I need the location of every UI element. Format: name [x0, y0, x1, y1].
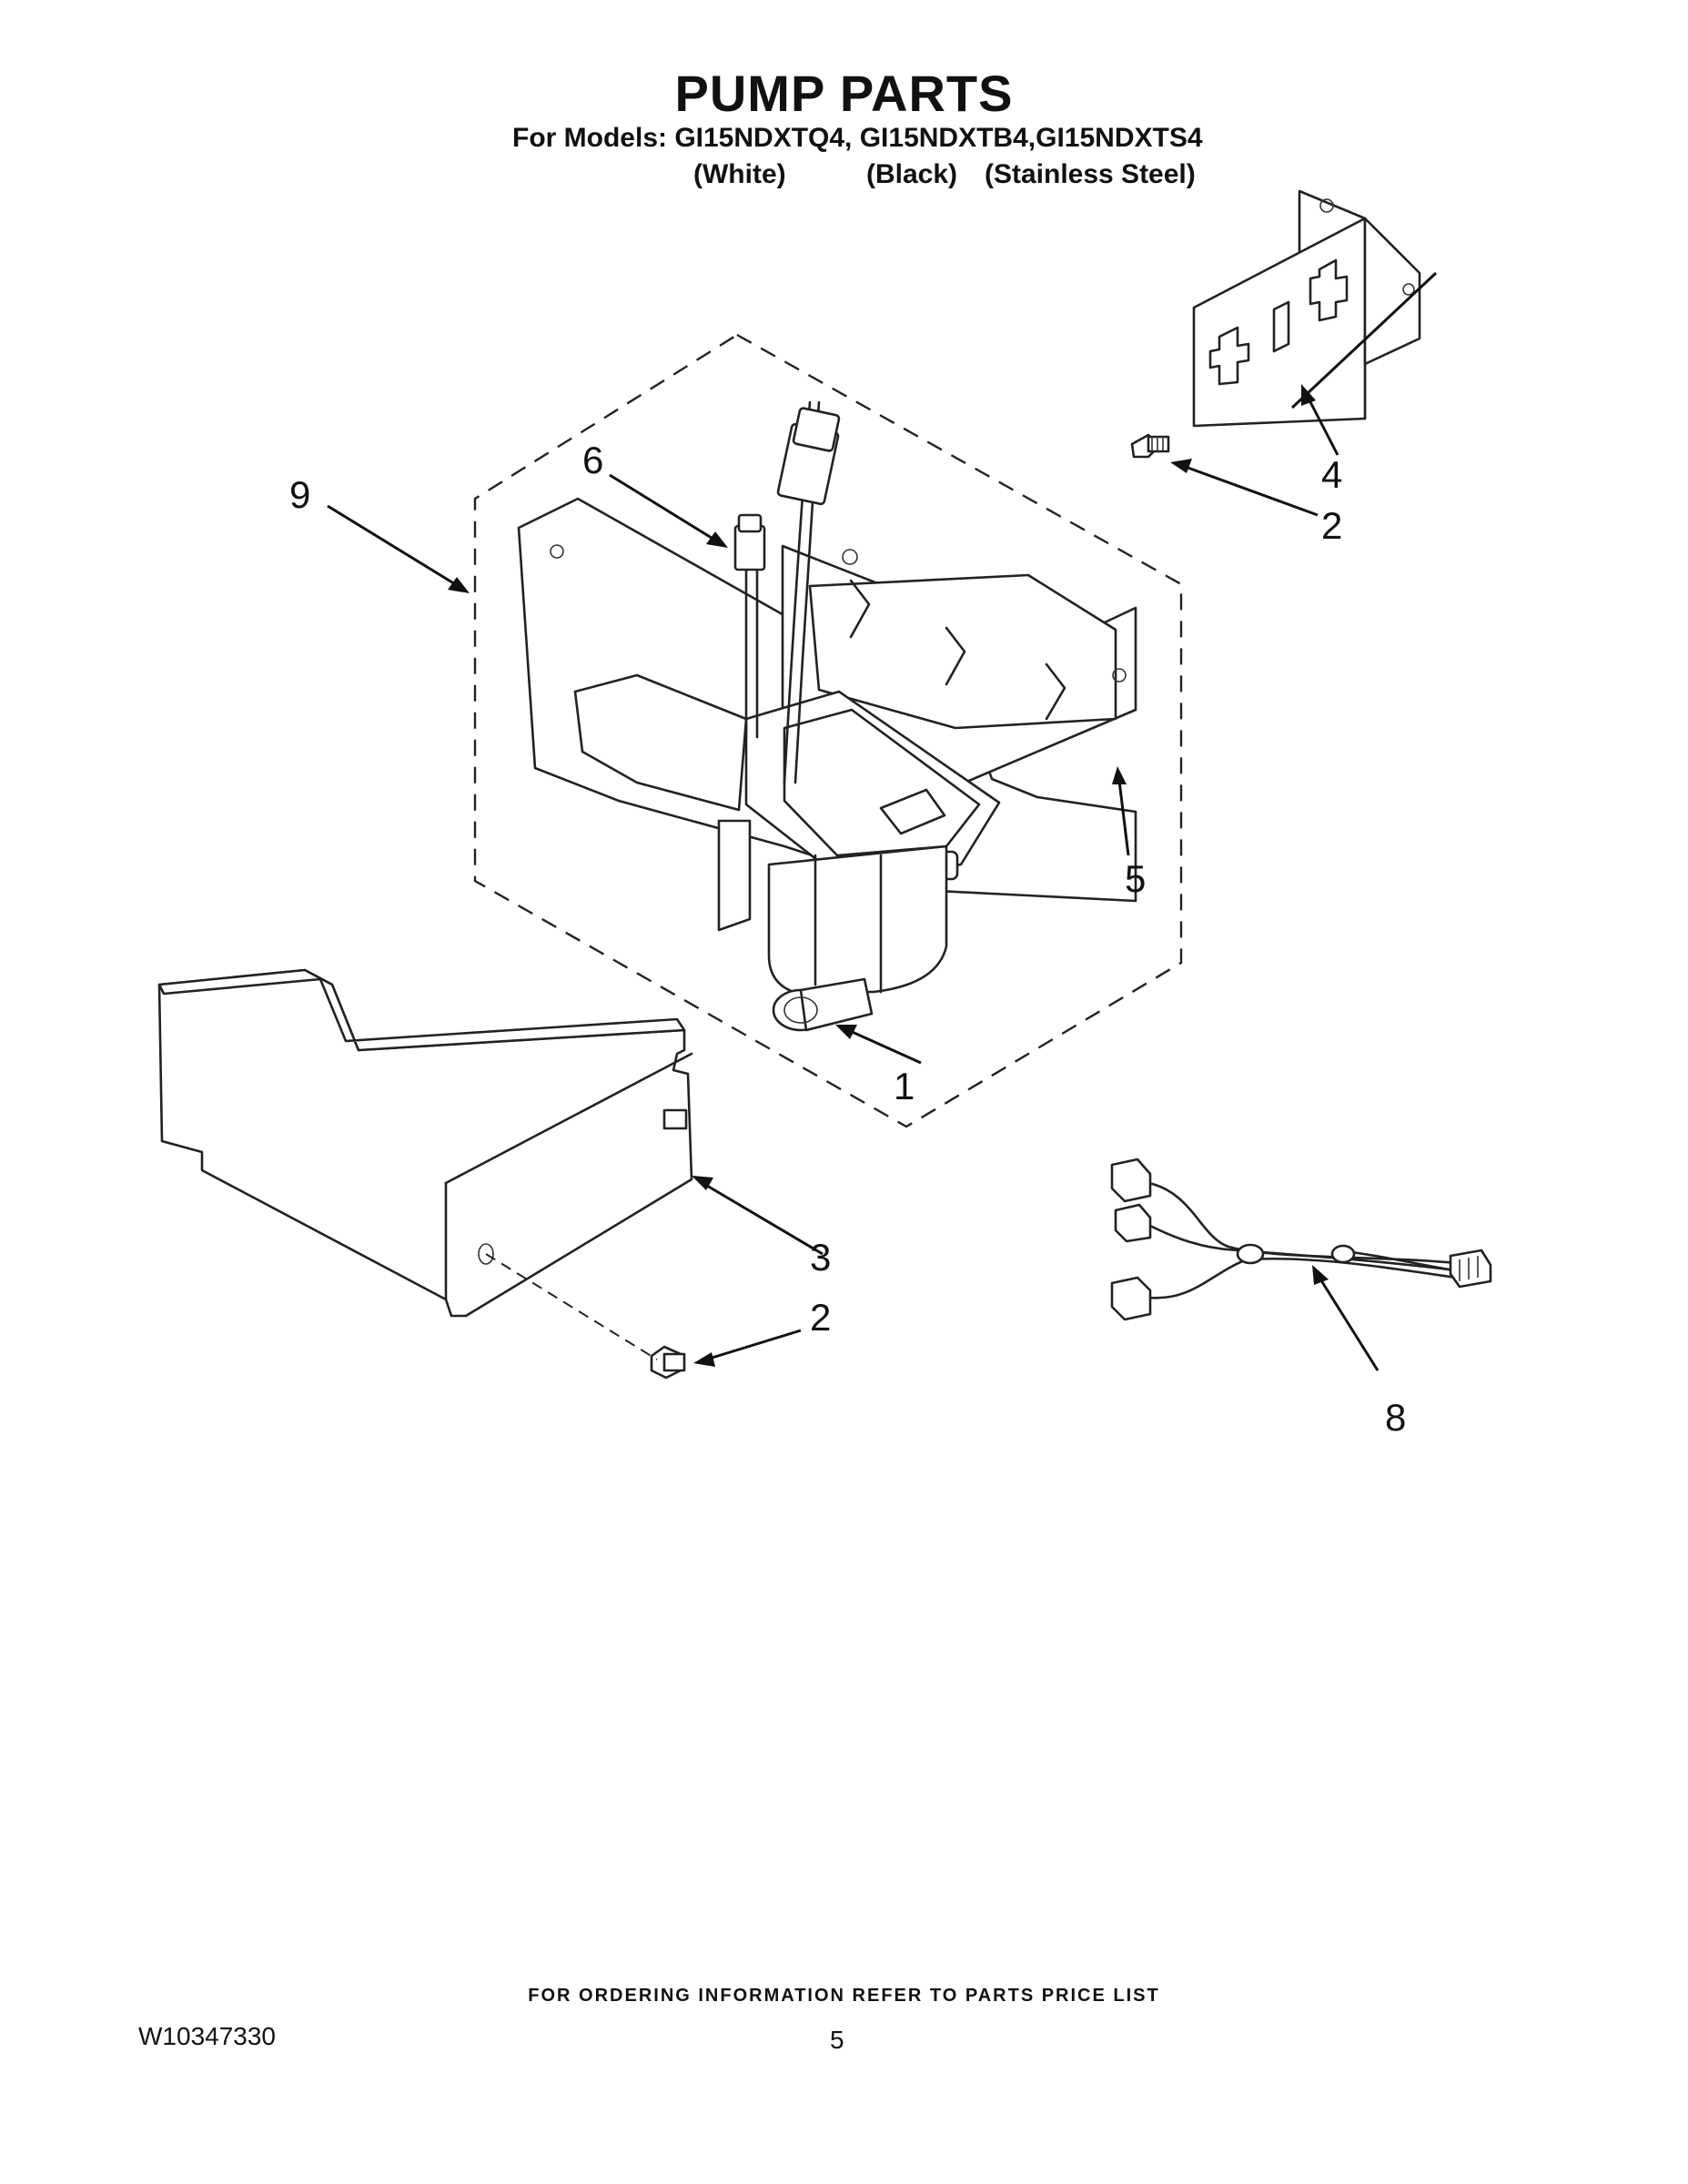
cover-panel	[157, 968, 693, 1318]
callout-2-top: 2	[1321, 504, 1342, 547]
leader-lines	[327, 384, 1380, 1371]
wire-harness	[1110, 1158, 1492, 1321]
callout-2-bottom: 2	[810, 1296, 831, 1339]
variant-black: (Black)	[866, 159, 958, 189]
variant-stainless: (Stainless Steel)	[985, 159, 1196, 189]
pump	[767, 844, 948, 1032]
callout-5: 5	[1125, 857, 1146, 900]
reservoir-bracket	[517, 497, 1137, 932]
variant-white: (White)	[693, 159, 786, 189]
callout-8: 8	[1385, 1396, 1406, 1439]
callout-3: 3	[810, 1236, 831, 1279]
page-title: PUMP PARTS	[674, 65, 1014, 122]
callout-6: 6	[582, 439, 603, 481]
callout-9: 9	[289, 473, 310, 516]
pump-wire-leads	[733, 400, 841, 784]
screw-bottom	[485, 1253, 686, 1380]
document-number: W10347330	[138, 2022, 277, 2050]
page-number: 5	[830, 2026, 844, 2054]
models-line: For Models: GI15NDXTQ4, GI15NDXTB4,GI15N…	[512, 123, 1203, 153]
callout-1: 1	[894, 1065, 915, 1107]
ordering-note: FOR ORDERING INFORMATION REFER TO PARTS …	[528, 1986, 1160, 2006]
mounting-bracket	[1192, 189, 1438, 428]
assembly-boundary	[473, 333, 1183, 1128]
screw-top	[1130, 433, 1170, 459]
callout-4: 4	[1321, 453, 1342, 496]
